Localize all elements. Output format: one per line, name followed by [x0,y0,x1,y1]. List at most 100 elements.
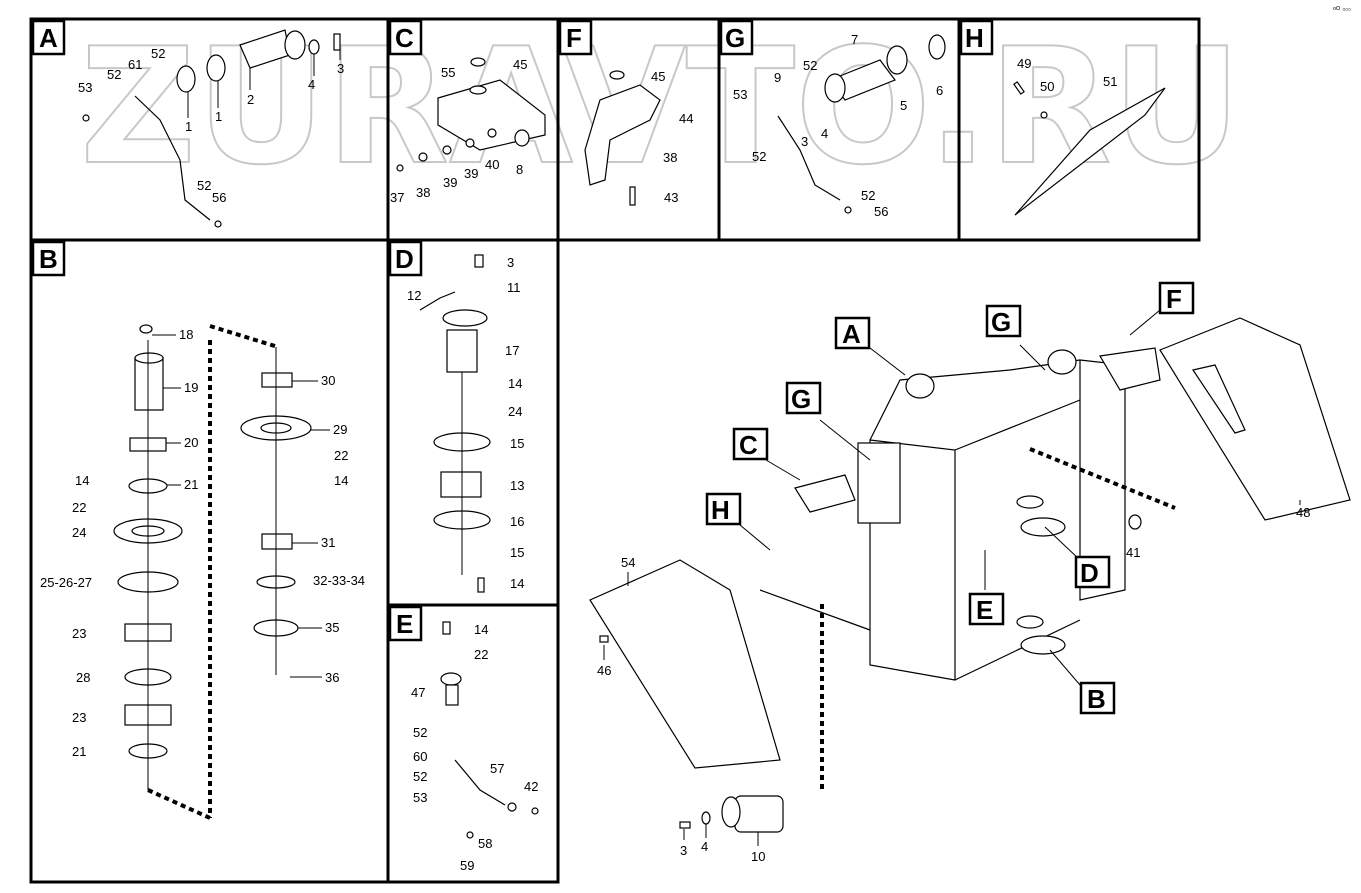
svg-text:E: E [976,595,993,625]
svg-text:52: 52 [752,149,766,164]
svg-text:2: 2 [247,92,254,107]
svg-text:23: 23 [72,626,86,641]
svg-text:52: 52 [413,769,427,784]
svg-text:51: 51 [1103,74,1117,89]
svg-text:3: 3 [507,255,514,270]
panel-h-drawing [1013,81,1166,216]
svg-text:9: 9 [774,70,781,85]
panel-b-drawing [113,324,312,820]
section-tag-c: C [388,19,423,56]
svg-text:39: 39 [443,175,457,190]
panel-a-callouts: 1 1 2 3 4 52 52 53 61 52 56 [78,46,344,205]
svg-text:39: 39 [464,166,478,181]
svg-text:56: 56 [212,190,226,205]
svg-text:40: 40 [485,157,499,172]
panel-f-callouts: 45 44 38 43 [651,69,693,205]
svg-text:32-33-34: 32-33-34 [313,573,365,588]
svg-text:61: 61 [128,57,142,72]
main-callouts: 54 46 41 48 3 4 10 [597,500,1310,864]
panel-h-callouts: 49 50 51 [1017,56,1117,94]
svg-text:58: 58 [478,836,492,851]
main-tag-g-lower: G [785,381,822,415]
section-tag-e: E [388,605,423,642]
svg-text:59: 59 [460,858,474,873]
svg-text:14: 14 [510,576,524,591]
svg-text:52: 52 [861,188,875,203]
svg-text:22: 22 [474,647,488,662]
section-tag-a: A [31,19,66,56]
panel-f-drawing [584,70,661,206]
svg-text:25-26-27: 25-26-27 [40,575,92,590]
svg-text:5: 5 [900,98,907,113]
main-tag-b: B [1079,681,1116,715]
svg-text:48: 48 [1296,505,1310,520]
panel-e-drawing [440,621,539,839]
panel-d-drawing [419,254,491,593]
panel-g-callouts: 7 6 5 4 3 52 9 53 52 52 56 [733,32,943,219]
svg-text:8: 8 [516,162,523,177]
svg-text:52: 52 [107,67,121,82]
svg-text:4: 4 [821,126,828,141]
svg-text:52: 52 [197,178,211,193]
svg-text:10: 10 [751,849,765,864]
svg-text:24: 24 [508,404,522,419]
svg-text:G: G [991,307,1011,337]
svg-text:D: D [1080,558,1099,588]
svg-text:52: 52 [151,46,165,61]
svg-text:19: 19 [184,380,198,395]
panel-d-callouts: 3 11 12 17 14 24 15 13 16 15 14 [407,255,524,591]
svg-text:55: 55 [441,65,455,80]
svg-text:17: 17 [505,343,519,358]
svg-text:3: 3 [801,134,808,149]
main-tag-h: H [705,492,742,526]
svg-text:4: 4 [308,77,315,92]
svg-text:G: G [725,23,745,53]
svg-text:43: 43 [664,190,678,205]
svg-text:13: 13 [510,478,524,493]
svg-text:C: C [739,430,758,460]
svg-text:46: 46 [597,663,611,678]
svg-text:F: F [1166,284,1182,314]
svg-text:12: 12 [407,288,421,303]
svg-text:14: 14 [75,473,89,488]
svg-text:H: H [965,23,984,53]
corner-mark: ᵒᴼ ▫▫▫ [1333,5,1351,14]
svg-text:23: 23 [72,710,86,725]
svg-text:36: 36 [325,670,339,685]
panel-a-drawing [82,29,341,228]
svg-text:38: 38 [416,185,430,200]
svg-text:42: 42 [524,779,538,794]
svg-text:1: 1 [185,119,192,134]
svg-text:E: E [396,609,413,639]
svg-text:3: 3 [680,843,687,858]
svg-text:F: F [566,23,582,53]
svg-text:53: 53 [733,87,747,102]
svg-text:H: H [711,495,730,525]
svg-text:18: 18 [179,327,193,342]
svg-text:15: 15 [510,545,524,560]
svg-text:21: 21 [184,477,198,492]
svg-text:21: 21 [72,744,86,759]
svg-text:B: B [39,244,58,274]
svg-text:11: 11 [507,280,521,295]
svg-text:D: D [395,244,414,274]
svg-text:45: 45 [513,57,527,72]
svg-text:6: 6 [936,83,943,98]
svg-text:16: 16 [510,514,524,529]
panel-c-drawing [396,57,546,172]
svg-text:56: 56 [874,204,888,219]
svg-text:30: 30 [321,373,335,388]
svg-text:54: 54 [621,555,635,570]
svg-text:A: A [842,319,861,349]
svg-text:28: 28 [76,670,90,685]
main-tag-d: D [1074,555,1111,589]
section-tag-h: H [959,19,994,56]
panel-b-callouts: 18 19 20 21 14 22 24 25-26-27 23 28 23 2… [40,327,365,759]
panel-e-callouts: 14 22 47 52 60 52 53 57 42 58 59 [411,622,538,873]
svg-text:29: 29 [333,422,347,437]
svg-text:52: 52 [803,58,817,73]
svg-text:50: 50 [1040,79,1054,94]
svg-text:B: B [1087,684,1106,714]
section-tag-d: D [388,240,423,277]
